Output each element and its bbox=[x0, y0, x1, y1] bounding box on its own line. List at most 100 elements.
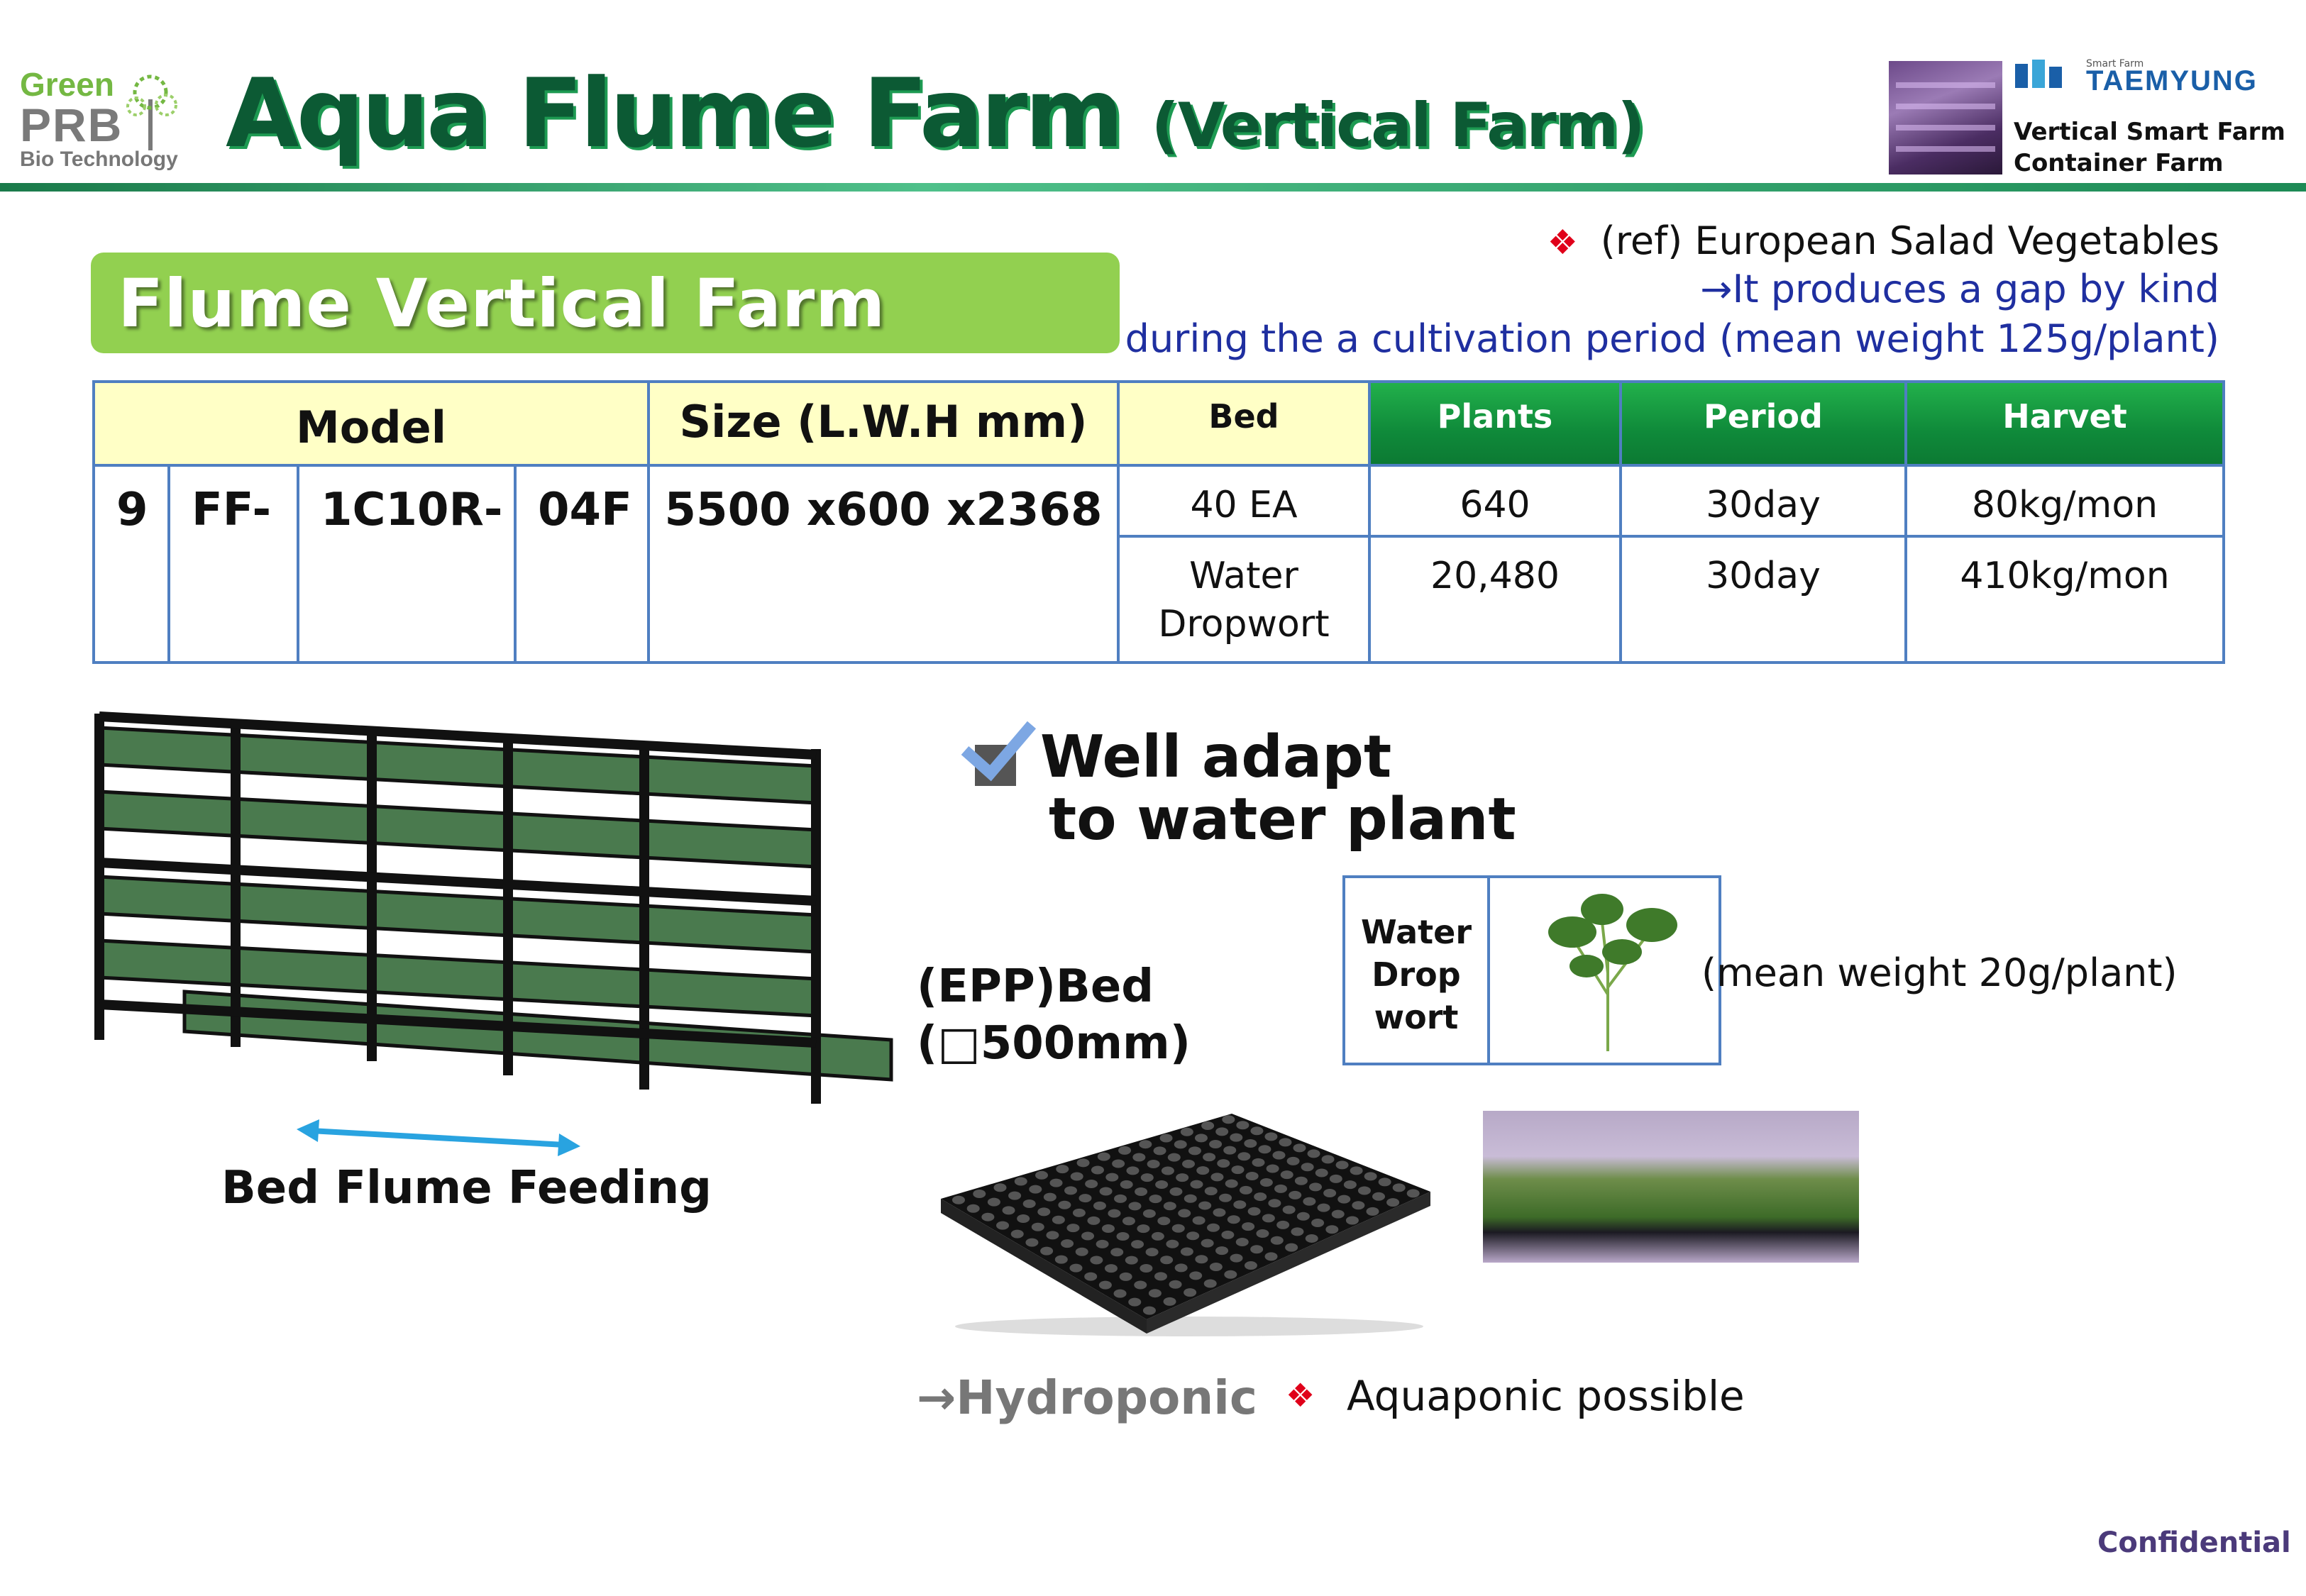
page-title-sub: (Vertical Farm) bbox=[1151, 90, 1645, 161]
tray-hole bbox=[1329, 1174, 1342, 1183]
tray-hole bbox=[1231, 1165, 1245, 1175]
tray-hole bbox=[1190, 1180, 1203, 1189]
tray-hole bbox=[1029, 1185, 1042, 1194]
tray-hole bbox=[1098, 1280, 1112, 1290]
tray-hole bbox=[1174, 1140, 1187, 1149]
tray-hole bbox=[1245, 1172, 1259, 1181]
tray-hole bbox=[1272, 1151, 1286, 1160]
tray-hole bbox=[1223, 1146, 1237, 1155]
hydroponic-label: →Hydroponic bbox=[917, 1370, 1258, 1425]
tree-logo-icon bbox=[126, 74, 177, 150]
tray-hole bbox=[1122, 1217, 1135, 1226]
tray-hole bbox=[1002, 1206, 1015, 1215]
tray-hole bbox=[1372, 1192, 1386, 1201]
model-part-2: FF- bbox=[167, 464, 299, 664]
tray-hole bbox=[1236, 1121, 1249, 1130]
tray-hole bbox=[1142, 1209, 1156, 1218]
tray-hole bbox=[1066, 1224, 1080, 1233]
tray-hole bbox=[1118, 1146, 1132, 1155]
checkbox-icon bbox=[961, 721, 1036, 786]
tray-hole bbox=[1084, 1272, 1098, 1281]
tray-hole bbox=[1325, 1225, 1339, 1234]
tray-hole bbox=[1215, 1246, 1229, 1256]
tray-hole bbox=[1167, 1153, 1181, 1162]
tray-hole bbox=[1221, 1230, 1235, 1239]
tray-hole bbox=[1116, 1232, 1130, 1241]
tray-hole bbox=[1178, 1209, 1191, 1218]
tray-hole bbox=[1392, 1183, 1406, 1192]
diamond-bullet-icon: ❖ bbox=[1547, 223, 1578, 262]
tray-hole bbox=[1357, 1186, 1371, 1195]
tray-hole bbox=[1219, 1193, 1232, 1202]
tray-hole bbox=[1217, 1159, 1230, 1168]
tray-hole bbox=[1258, 1145, 1271, 1154]
tray-hole bbox=[1244, 1138, 1257, 1148]
tray-hole bbox=[1113, 1289, 1127, 1298]
tray-hole bbox=[1081, 1231, 1095, 1241]
tray-hole bbox=[966, 1204, 980, 1213]
row2-plants: 20,480 bbox=[1368, 535, 1622, 664]
ref-note-text-1: (ref) European Salad Vegetables bbox=[1600, 218, 2219, 263]
tray-hole bbox=[1064, 1186, 1077, 1195]
tray-hole bbox=[1091, 1165, 1104, 1175]
tray-hole bbox=[1215, 1127, 1229, 1136]
tray-hole bbox=[1250, 1126, 1264, 1136]
tray-hole bbox=[1331, 1209, 1345, 1219]
tray-hole bbox=[1166, 1239, 1179, 1248]
tray-hole bbox=[1070, 1172, 1083, 1181]
page-title: Aqua Flume Farm (Vertical Farm) bbox=[226, 58, 1645, 169]
tray-hole bbox=[1037, 1207, 1051, 1217]
tray-hole bbox=[1096, 1239, 1109, 1248]
tray-hole bbox=[1305, 1234, 1318, 1243]
tray-hole bbox=[1093, 1201, 1106, 1210]
tray-hole bbox=[1090, 1256, 1103, 1265]
tray-hole bbox=[1025, 1238, 1039, 1247]
tray-hole bbox=[1315, 1168, 1328, 1177]
tray-hole bbox=[1406, 1189, 1420, 1198]
tray-hole bbox=[1198, 1201, 1212, 1210]
tray-hole bbox=[1061, 1239, 1074, 1248]
water-dropwort-box: Water Drop wort bbox=[1342, 875, 1721, 1065]
tray-hole bbox=[1031, 1222, 1044, 1231]
tray-hole bbox=[1155, 1180, 1169, 1190]
tray-hole bbox=[1137, 1224, 1150, 1234]
tray-hole bbox=[1270, 1236, 1284, 1245]
tray-hole bbox=[1046, 1231, 1059, 1240]
tray-hole bbox=[1252, 1158, 1265, 1167]
tray-hole bbox=[1097, 1152, 1110, 1161]
feature-line-2: to water plant bbox=[1049, 786, 1516, 853]
tray-hole bbox=[987, 1197, 1000, 1207]
tray-hole bbox=[1307, 1149, 1320, 1158]
taemyung-logo-icon bbox=[2015, 60, 2062, 88]
plant-label: Water Drop wort bbox=[1360, 913, 1472, 1036]
tray-hole bbox=[1157, 1217, 1171, 1226]
tray-hole bbox=[1268, 1199, 1281, 1208]
tray-hole bbox=[1301, 1163, 1314, 1172]
header-size: Size (L.W.H mm) bbox=[647, 380, 1120, 467]
tray-hole bbox=[1222, 1115, 1235, 1124]
tray-hole bbox=[1125, 1256, 1138, 1265]
tray-hole bbox=[1043, 1192, 1057, 1202]
tray-hole bbox=[993, 1183, 1007, 1192]
size-value: 5500 x600 x2368 bbox=[647, 464, 1120, 664]
tray-hole bbox=[1279, 1138, 1292, 1147]
tray-hole bbox=[1293, 1143, 1306, 1153]
tray-hole bbox=[1154, 1272, 1167, 1281]
tray-hole bbox=[1227, 1215, 1240, 1224]
header-harvest: Harvet bbox=[1904, 380, 2225, 467]
tray-hole bbox=[1386, 1198, 1400, 1207]
tray-hole bbox=[1250, 1245, 1264, 1254]
tray-hole bbox=[1145, 1248, 1159, 1257]
tray-hole bbox=[1233, 1200, 1247, 1209]
tray-hole bbox=[1128, 1297, 1142, 1307]
tray-hole bbox=[1126, 1166, 1140, 1175]
tray-hole bbox=[1114, 1194, 1127, 1203]
tray-hole bbox=[1049, 1178, 1063, 1187]
tray-hole bbox=[1014, 1177, 1027, 1186]
tray-hole bbox=[1139, 1140, 1152, 1149]
tray-hole bbox=[1256, 1229, 1269, 1238]
row2-bed-line-1: Water bbox=[1189, 555, 1298, 597]
tray-hole bbox=[1119, 1272, 1132, 1281]
tray-hole bbox=[1282, 1205, 1296, 1214]
tray-hole bbox=[1335, 1160, 1349, 1170]
